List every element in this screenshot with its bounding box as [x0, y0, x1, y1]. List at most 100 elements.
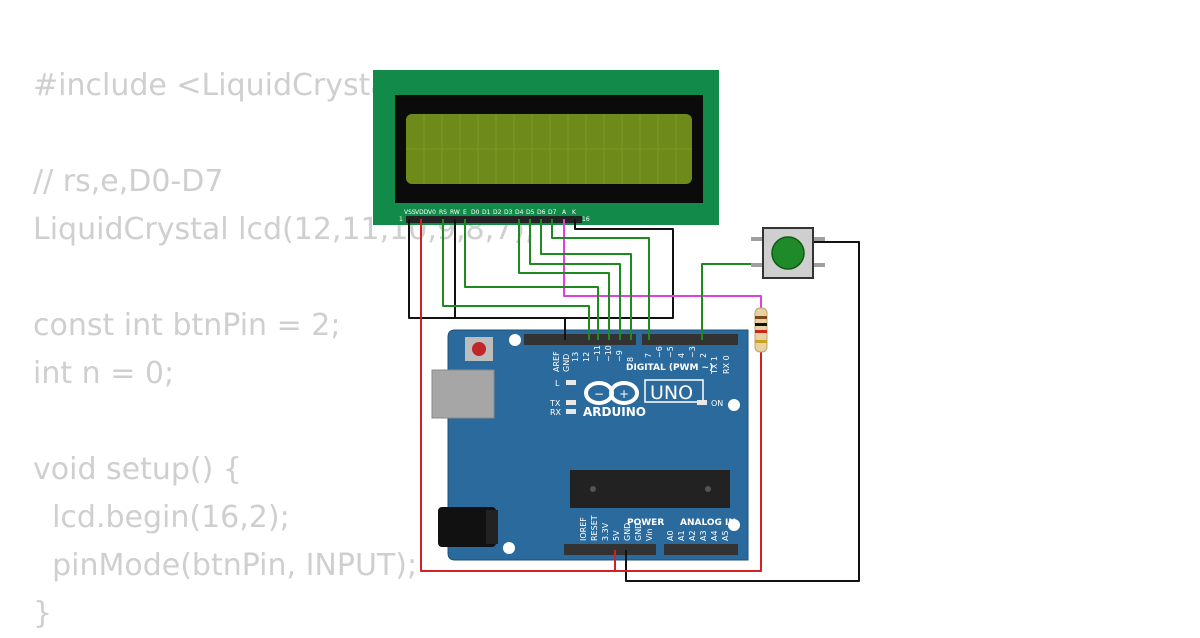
pin-label-13: 13: [571, 352, 580, 362]
lcd-pin-label-rs: RS: [439, 209, 447, 216]
lcd-pin-label-e: E: [463, 209, 467, 216]
mount-hole-right: [728, 399, 740, 411]
pin-label-gnd-1: GND: [623, 523, 632, 541]
pin-label-aref: AREF: [552, 351, 561, 372]
model-frame: [644, 379, 704, 403]
arduino-logo: − +: [584, 381, 639, 405]
digital-header-right: [642, 334, 738, 345]
icsp-header-left: [510, 348, 542, 368]
analog-header-label: ANALOG IN: [680, 518, 736, 528]
wire-lcd-d4-d10: [518, 219, 610, 340]
led-tx: [566, 400, 576, 405]
power-jack-body: [486, 510, 498, 544]
wire-resistor-5v: [615, 352, 762, 572]
pin-label-a2: A2: [688, 530, 697, 541]
led-l: [566, 380, 576, 385]
pin-label-a3: A3: [699, 530, 708, 541]
pin-label-gnd: GND: [562, 354, 571, 372]
led-rx: [566, 409, 576, 414]
lcd-pin-1-number: 1: [399, 216, 403, 223]
chip-marker-left: [590, 486, 596, 492]
pin-label-reset: RESET: [590, 515, 599, 541]
power-header-label: POWER: [627, 518, 664, 528]
pin-label-8: 8: [626, 357, 635, 362]
lcd-pin-label-d0: D0: [471, 209, 480, 216]
push-button[interactable]: [751, 227, 825, 279]
code-line-7: int n = 0;: [33, 356, 175, 391]
pin-label-ioref: IOREF: [579, 517, 588, 541]
wire-button-d2: [701, 263, 765, 340]
pin-label-7: 7: [644, 353, 653, 358]
resistor-band-3: [755, 330, 767, 333]
lcd-pin-label-a: A: [562, 209, 567, 216]
pin-label-11: ~11: [593, 345, 602, 362]
code-line-6: const int btnPin = 2;: [33, 308, 341, 343]
pin-label-5v: 5V: [612, 530, 621, 541]
power-jack: [438, 507, 496, 547]
pin-label-gnd-2: GND: [634, 523, 643, 541]
svg-text:−: −: [594, 387, 604, 401]
lcd-pin-label-d2: D2: [493, 209, 502, 216]
wire-lcd-e-d11: [464, 219, 599, 340]
lcd-pin-label-k: K: [572, 209, 577, 216]
lcd-pin-label-rw: RW: [450, 209, 460, 216]
lcd-pin-label-vdd: VDD: [415, 209, 429, 216]
pin-label-tx1: TX 1: [710, 356, 719, 375]
pin-label-12: 12: [582, 352, 591, 362]
pin-label-a1: A1: [677, 530, 686, 541]
lcd-pin-label-d7: D7: [548, 209, 557, 216]
led-tx-label: TX: [549, 399, 561, 408]
led-l-label: L: [555, 379, 560, 388]
lcd-pin-header: [406, 216, 582, 223]
lcd-module: 1 16 VSS VDD V0 RS RW E D0 D1 D2 D3 D4 D…: [373, 70, 719, 225]
pin-label-10: ~10: [604, 345, 613, 362]
wire-lcd-k-gnd: [565, 219, 674, 319]
pin-label-2: 2: [699, 353, 708, 358]
lcd-pin-label-d4: D4: [515, 209, 524, 216]
led-rx-label: RX: [550, 408, 562, 417]
code-line-12: }: [33, 596, 53, 631]
pin-label-vin: Vin: [645, 528, 654, 541]
reset-button-cap[interactable]: [472, 342, 486, 356]
usb-connector: [431, 369, 495, 419]
mount-hole-bottom-right: [728, 519, 740, 531]
pin-label-6: ~6: [655, 346, 664, 358]
resistor-band-1: [755, 316, 767, 319]
lcd-pin-label-d3: D3: [504, 209, 513, 216]
button-cap[interactable]: [771, 236, 805, 270]
lcd-character-grid: [406, 114, 692, 184]
pin-label-9: ~9: [615, 350, 624, 362]
pin-label-a5: A5: [721, 530, 730, 541]
lcd-pin-label-d1: D1: [482, 209, 491, 216]
mount-hole-bottom-left: [503, 542, 515, 554]
icsp-header-right: [720, 416, 740, 448]
led-on-label: ON: [711, 399, 723, 408]
wire-lcd-a-resistor: [563, 219, 762, 308]
pin-label-a4: A4: [710, 530, 719, 541]
lcd-pin-label-d5: D5: [526, 209, 535, 216]
code-line-9: void setup() {: [33, 452, 242, 487]
wires: [408, 219, 860, 582]
code-line-11: pinMode(btnPin, INPUT);: [33, 548, 418, 583]
brand-label: ARDUINO: [583, 405, 646, 419]
digital-header-label: DIGITAL (PWM ~): [626, 363, 713, 373]
wire-lcd-rs-d12: [442, 219, 590, 340]
pin-label-rx0: RX 0: [722, 355, 731, 374]
pin-label-4: 4: [677, 353, 686, 358]
lcd-pin-label-v0: V0: [428, 209, 436, 216]
resistor-band-2: [755, 323, 767, 326]
lcd-pin-label-vss: VSS: [404, 209, 416, 216]
model-label: UNO: [650, 382, 693, 404]
wire-lcd-d5-d9: [529, 219, 621, 340]
wire-lcd-d7-d7: [551, 219, 650, 340]
lcd-pin-16-number: 16: [582, 216, 590, 223]
pin-label-3v3: 3.3V: [601, 522, 610, 541]
svg-text:+: +: [619, 387, 629, 401]
resistor: [754, 307, 768, 353]
power-header: [564, 544, 656, 555]
code-line-10: lcd.begin(16,2);: [33, 500, 290, 535]
wire-lcd-vss-gnd: [408, 219, 566, 340]
lcd-pin-label-d6: D6: [537, 209, 546, 216]
code-line-3: // rs,e,D0-D7: [33, 164, 224, 199]
